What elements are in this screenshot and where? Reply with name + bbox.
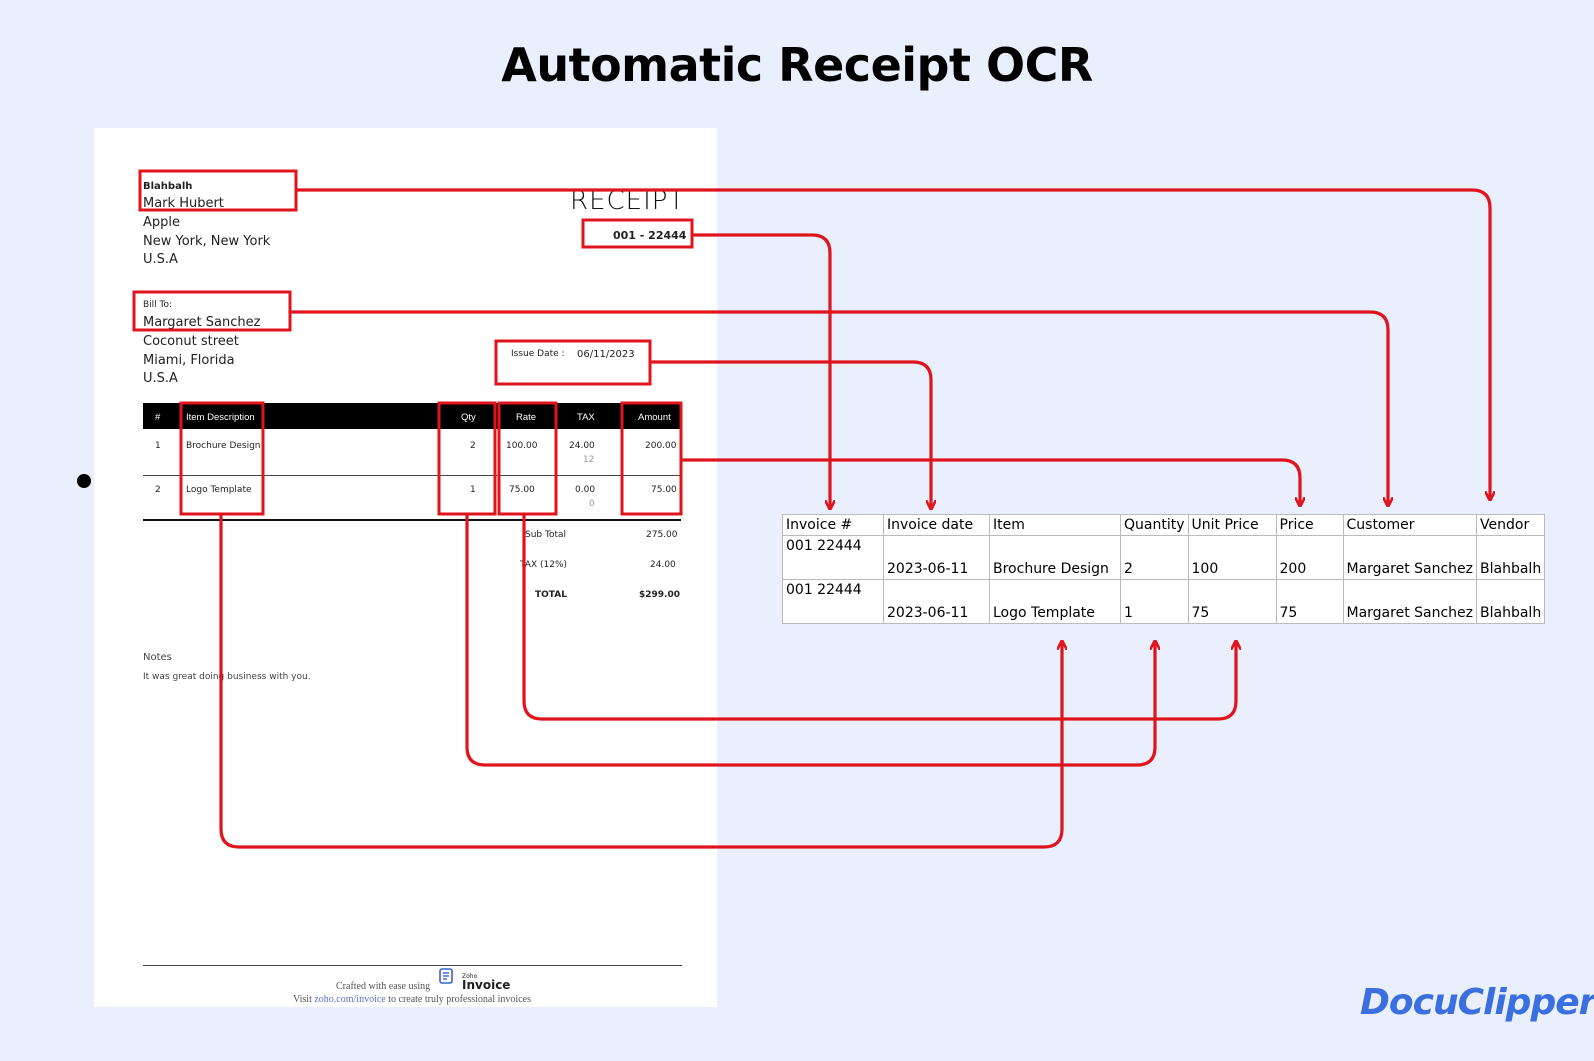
cell-invoice-date: 2023-06-11 xyxy=(883,579,990,624)
cell-customer: Margaret Sanchez xyxy=(1342,579,1478,624)
amount-highlight-box xyxy=(620,401,683,516)
cell-customer: Margaret Sanchez xyxy=(1342,535,1478,580)
cell-quantity: 1 xyxy=(1120,579,1189,624)
col-amount: Amount xyxy=(638,412,671,423)
footer-logo-big: Invoice xyxy=(462,978,511,992)
zoho-invoice-logo-icon xyxy=(439,968,453,984)
item-description-highlight-box xyxy=(179,401,265,516)
item-connector xyxy=(219,512,1062,849)
receipt-table-header: # Item Description Qty Rate TAX Amount xyxy=(143,403,681,429)
issue-date-label: Issue Date : xyxy=(511,349,565,359)
item-2-qty: 1 xyxy=(470,485,476,495)
table-row: 001 22444 2023-06-11 Brochure Design 2 1… xyxy=(782,535,1546,580)
tax-label: TAX (12%) xyxy=(520,560,568,570)
quantity-connector xyxy=(465,512,1155,767)
page-title: Automatic Receipt OCR xyxy=(501,38,1093,92)
invoice-date-connector xyxy=(648,360,931,505)
subtotal-value: 275.00 xyxy=(646,530,678,540)
footer-visit-line: Visit zoho.com/invoice to create truly p… xyxy=(293,994,531,1005)
cell-item: Logo Template xyxy=(989,579,1121,624)
footer-visit-post: to create truly professional invoices xyxy=(388,994,531,1005)
tax-value: 24.00 xyxy=(650,560,676,570)
vendor-connector xyxy=(294,188,1490,496)
cell-unit-price: 75 xyxy=(1187,579,1277,624)
row-divider xyxy=(143,475,681,476)
item-1-rate: 100.00 xyxy=(506,441,538,451)
col-num: # xyxy=(155,412,161,423)
vendor-city: New York, New York xyxy=(143,234,271,249)
item-2-amount: 75.00 xyxy=(651,485,677,495)
page-marker-dot xyxy=(77,474,91,488)
col-description: Item Description xyxy=(186,412,255,423)
cell-quantity: 2 xyxy=(1120,535,1189,580)
table-bottom-rule xyxy=(143,519,681,521)
cell-unit-price: 100 xyxy=(1187,535,1277,580)
cell-price: 200 xyxy=(1275,535,1344,580)
header-invoice-date: Invoice date xyxy=(883,514,990,536)
extracted-header-row: Invoice # Invoice date Item Quantity Uni… xyxy=(782,514,1546,536)
bill-to-label: Bill To: xyxy=(143,300,173,310)
extracted-data-table: Invoice # Invoice date Item Quantity Uni… xyxy=(782,514,1546,624)
qty-highlight-box xyxy=(437,401,497,516)
bill-to-name: Margaret Sanchez xyxy=(143,315,261,330)
cell-invoice-date: 2023-06-11 xyxy=(883,535,990,580)
footer-logo-small: Zoho xyxy=(462,973,478,980)
footer-divider xyxy=(143,965,682,966)
footer-crafted-text: Crafted with ease using xyxy=(336,981,431,992)
col-qty: Qty xyxy=(461,412,476,423)
brand-logo: DocuClipper xyxy=(1360,982,1594,1023)
cell-vendor: Blahbalh xyxy=(1476,579,1546,624)
subtotal-label: Sub Total xyxy=(525,530,567,540)
item-1-amount: 200.00 xyxy=(645,441,677,451)
cell-price: 75 xyxy=(1275,579,1344,624)
item-1-desc: Brochure Design xyxy=(186,441,261,451)
customer-connector xyxy=(288,310,1388,502)
receipt-number-highlight-box xyxy=(581,218,694,249)
item-2-rate: 75.00 xyxy=(509,485,535,495)
rate-highlight-box xyxy=(497,401,558,516)
vendor-name: Blahbalh xyxy=(143,181,193,192)
invoice-number-connector xyxy=(690,233,830,505)
total-value: $299.00 xyxy=(639,590,680,600)
notes-label: Notes xyxy=(143,652,172,663)
col-rate: Rate xyxy=(516,412,537,423)
vendor-highlight-box xyxy=(138,169,298,212)
footer-visit-pre: Visit xyxy=(293,994,312,1005)
item-2-desc: Logo Template xyxy=(186,485,252,495)
unit-price-connector xyxy=(522,512,1236,721)
receipt-document xyxy=(94,128,717,1007)
item-1-qty: 2 xyxy=(470,441,476,451)
item-2-tax: 0.00 xyxy=(575,485,596,495)
cell-vendor: Blahbalh xyxy=(1476,535,1546,580)
item-1-tax: 24.00 xyxy=(569,441,595,451)
item-1-tax-pct: 12 xyxy=(583,455,595,465)
item-2-num: 2 xyxy=(155,485,161,495)
header-unit-price: Unit Price xyxy=(1187,514,1277,536)
bill-to-highlight-box xyxy=(132,290,292,332)
table-row: 001 22444 2023-06-11 Logo Template 1 75 … xyxy=(782,579,1546,624)
total-label: TOTAL xyxy=(535,590,567,600)
footer-link[interactable]: zoho.com/invoice xyxy=(314,994,386,1005)
bill-to-city: Miami, Florida xyxy=(143,353,235,368)
cell-item: Brochure Design xyxy=(989,535,1121,580)
header-invoice-number: Invoice # xyxy=(782,514,884,536)
receipt-number: 001 - 22444 xyxy=(613,229,687,242)
bill-to-street: Coconut street xyxy=(143,334,239,349)
vendor-contact: Mark Hubert xyxy=(143,196,224,211)
bill-to-country: U.S.A xyxy=(143,371,178,386)
item-2-tax-pct: 0 xyxy=(589,499,595,509)
notes-text: It was great doing business with you. xyxy=(143,672,311,682)
vendor-company: Apple xyxy=(143,215,181,230)
item-1-num: 1 xyxy=(155,441,161,451)
vendor-country: U.S.A xyxy=(143,252,178,267)
issue-date-highlight-box xyxy=(494,339,652,386)
header-price: Price xyxy=(1275,514,1344,536)
issue-date-value: 06/11/2023 xyxy=(577,349,635,360)
price-connector xyxy=(679,458,1300,502)
col-tax: TAX xyxy=(577,412,595,423)
